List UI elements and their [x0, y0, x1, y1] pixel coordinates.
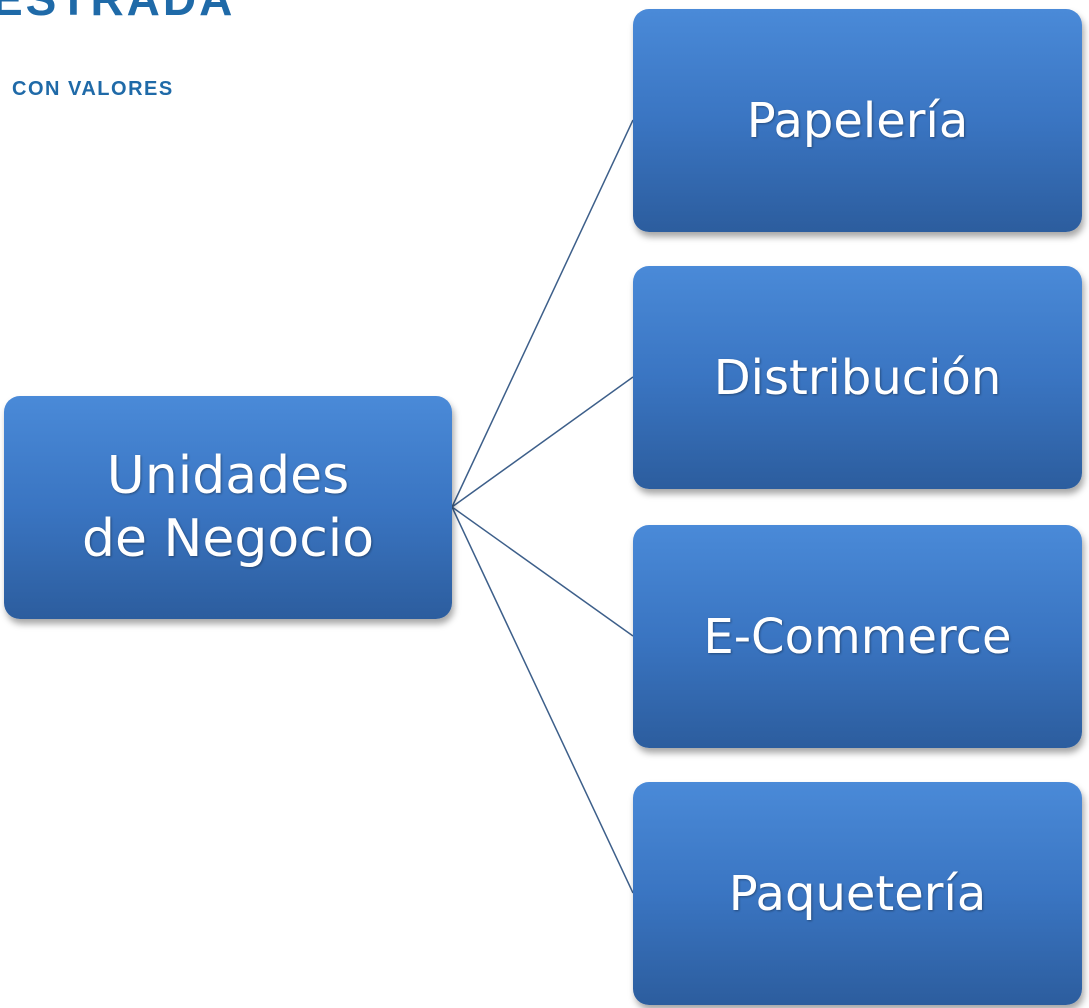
- logo-tagline: CON VALORES: [12, 78, 174, 100]
- child-node-papeleria: Papelería: [633, 9, 1082, 232]
- root-node-label-line2: de Negocio: [81, 508, 375, 569]
- logo-wordmark: ESTRADA: [0, 0, 235, 22]
- child-node-paqueteria: Paquetería: [633, 782, 1082, 1005]
- root-node-unidades-de-negocio: Unidades de Negocio: [4, 396, 452, 619]
- child-node-label: Papelería: [746, 92, 969, 149]
- child-node-label: Distribución: [713, 349, 1002, 406]
- connector-paqueteria: [451, 506, 634, 894]
- child-node-ecommerce: E-Commerce: [633, 525, 1082, 748]
- connector-papeleria: [451, 119, 634, 508]
- connector-ecommerce: [451, 506, 634, 637]
- connector-distribucion: [451, 376, 634, 508]
- root-node-label-line1: Unidades: [106, 446, 350, 507]
- child-node-label: Paquetería: [728, 865, 987, 922]
- child-node-label: E-Commerce: [703, 608, 1012, 665]
- child-node-distribucion: Distribución: [633, 266, 1082, 489]
